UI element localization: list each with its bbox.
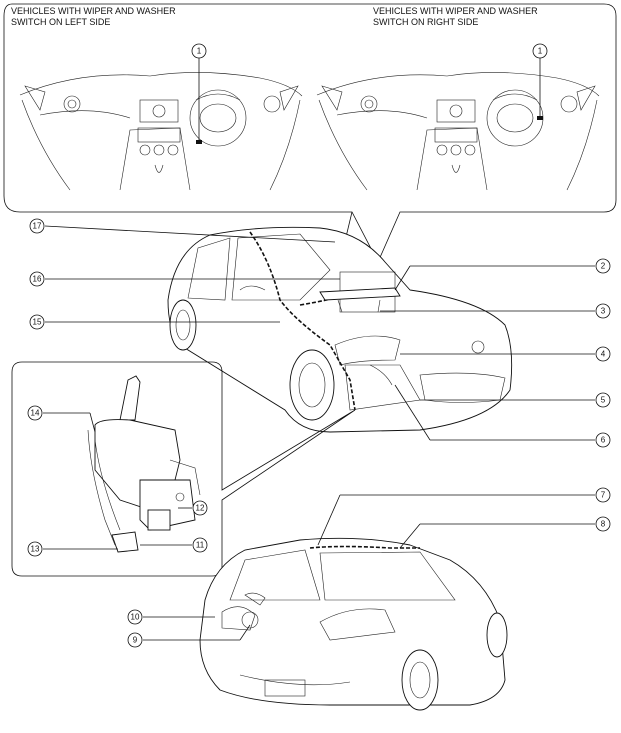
callout-3: 3: [595, 303, 611, 319]
callout-5: 5: [595, 392, 611, 408]
washer-tank-inset-frame: [11, 361, 356, 577]
caption-left-line1: VEHICLES WITH WIPER AND WASHER: [11, 6, 176, 16]
svg-text:3: 3: [601, 307, 606, 316]
callout-2: 2: [595, 258, 611, 274]
callout-1b: 1: [532, 43, 548, 59]
callout-15: 15: [29, 314, 45, 330]
svg-text:13: 13: [31, 545, 40, 554]
callout-11: 11: [192, 537, 208, 553]
svg-text:10: 10: [131, 613, 140, 622]
callout-8: 8: [595, 516, 611, 532]
rear-vehicle-illustration: [199, 537, 508, 711]
callout-6: 6: [595, 432, 611, 448]
svg-text:12: 12: [196, 504, 205, 513]
svg-text:7: 7: [601, 491, 606, 500]
front-vehicle-illustration: [167, 226, 513, 433]
svg-text:15: 15: [33, 318, 42, 327]
svg-text:1: 1: [538, 47, 543, 56]
washer-tank-illustration: [87, 375, 201, 553]
callout-13: 13: [27, 541, 43, 557]
dashboard-left-hand-switch: [19, 58, 303, 191]
svg-text:17: 17: [33, 222, 42, 231]
callout-14: 14: [27, 405, 43, 421]
svg-text:1: 1: [197, 47, 202, 56]
svg-text:9: 9: [133, 636, 138, 645]
svg-text:4: 4: [601, 350, 606, 359]
dashboard-callout-panel: [3, 3, 617, 263]
callout-16: 16: [29, 271, 45, 287]
caption-right-line1: VEHICLES WITH WIPER AND WASHER: [373, 6, 538, 16]
callout-17: 17: [29, 218, 45, 234]
svg-text:14: 14: [31, 409, 40, 418]
svg-text:2: 2: [601, 262, 606, 271]
callout-9: 9: [127, 632, 143, 648]
svg-text:11: 11: [196, 541, 205, 550]
callout-4: 4: [595, 346, 611, 362]
callout-10: 10: [127, 609, 143, 625]
dashboard-right-hand-switch: [316, 58, 600, 191]
callout-12: 12: [192, 500, 208, 516]
svg-text:8: 8: [601, 520, 606, 529]
callout-7: 7: [595, 487, 611, 503]
caption-right-line2: SWITCH ON RIGHT SIDE: [373, 17, 478, 27]
svg-text:6: 6: [601, 436, 606, 445]
caption-left-line2: SWITCH ON LEFT SIDE: [11, 17, 110, 27]
svg-text:5: 5: [601, 396, 606, 405]
leader-lines: [43, 225, 595, 641]
callout-1a: 1: [191, 43, 207, 59]
svg-text:16: 16: [33, 275, 42, 284]
